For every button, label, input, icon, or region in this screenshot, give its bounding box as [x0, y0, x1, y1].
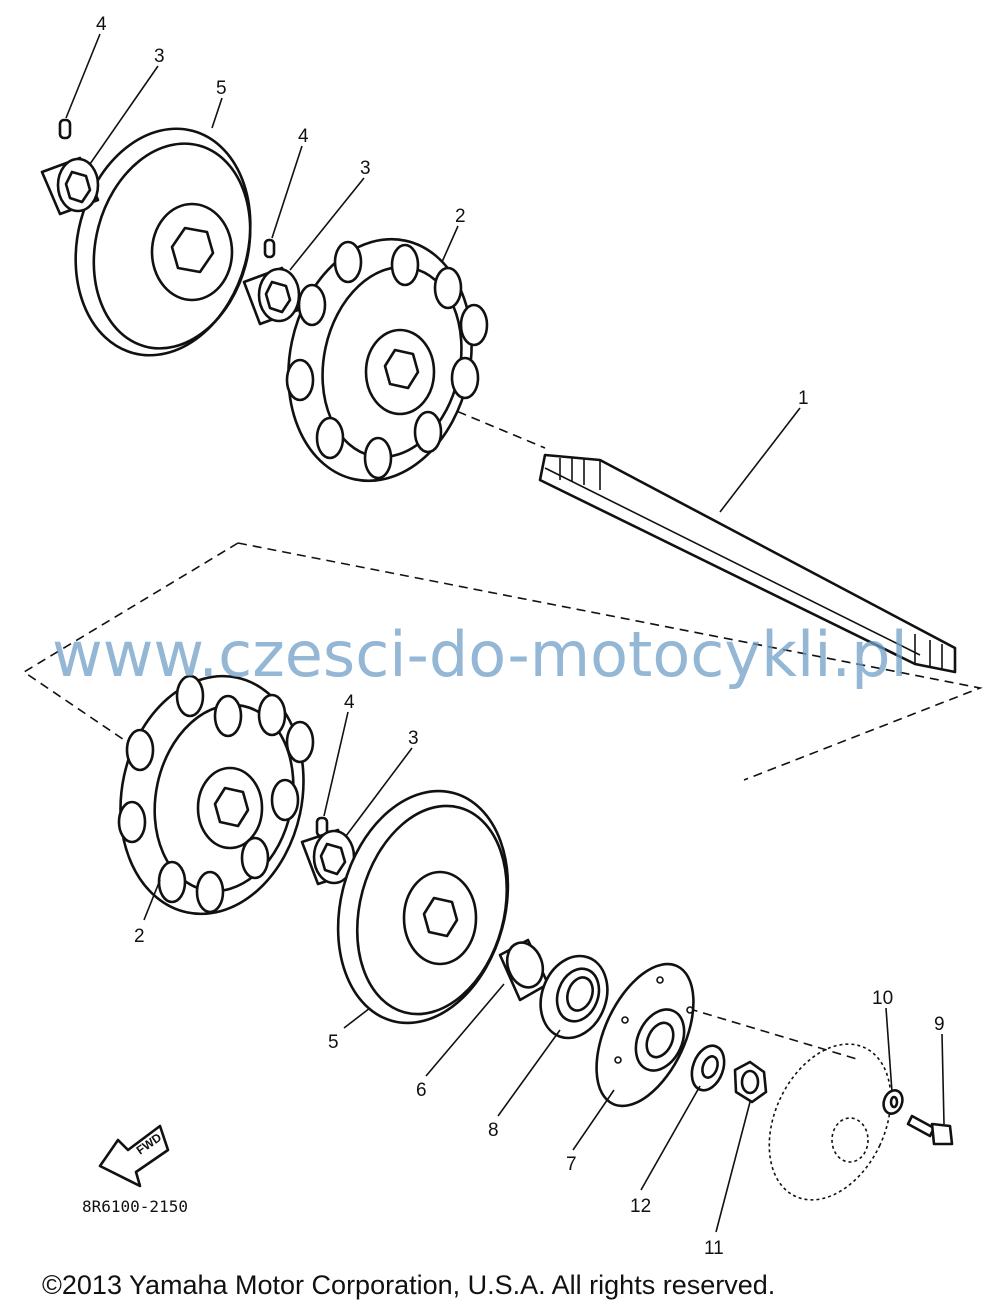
leader-lines	[65, 33, 945, 1233]
housing	[595, 962, 695, 1108]
part-code: 8R6100-2150	[82, 1197, 188, 1216]
callout-lock-washer: 10	[872, 988, 893, 1009]
callout-wheel-upper: 5	[216, 78, 227, 99]
callout-pin-lower: 4	[344, 692, 355, 713]
washer	[690, 1044, 726, 1092]
sprocket-upper	[285, 237, 489, 483]
nut	[733, 1060, 768, 1104]
wheel-lower	[336, 789, 510, 1025]
shaft	[538, 453, 957, 674]
bearing	[539, 954, 609, 1040]
callout-housing: 7	[566, 1154, 577, 1175]
callouts: 4 3 5 4 3 2 1 4 3 2 5 6 8 7 12 11 10 9	[96, 14, 945, 1259]
callout-shaft: 1	[798, 388, 809, 409]
collar-lower	[300, 828, 356, 886]
collar-upper-b	[242, 266, 301, 326]
pin-upper-a	[58, 118, 72, 140]
callout-bolt: 9	[934, 1014, 945, 1035]
callout-wheel-lower: 5	[328, 1032, 339, 1053]
callout-collar-upper-a: 3	[154, 46, 165, 67]
callout-pin-upper-b: 4	[298, 126, 309, 147]
callout-bearing: 8	[488, 1120, 499, 1141]
callout-collar-upper-b: 3	[360, 158, 371, 179]
pin-upper-b	[263, 238, 276, 259]
collar-upper-a	[40, 156, 100, 216]
fwd-arrow: FWD	[98, 1124, 170, 1188]
sprocket-lower	[117, 674, 315, 916]
callout-sprocket-upper: 2	[455, 206, 466, 227]
callout-nut: 11	[704, 1238, 724, 1259]
copyright: ©2013 Yamaha Motor Corporation, U.S.A. A…	[42, 1270, 775, 1300]
callout-sprocket-lower: 2	[134, 926, 145, 947]
spacer	[498, 938, 550, 1002]
callout-spacer: 6	[416, 1080, 427, 1101]
callout-washer: 12	[630, 1196, 651, 1217]
callout-collar-lower: 3	[408, 728, 419, 749]
wheel-upper	[74, 127, 252, 357]
bolt	[906, 1114, 954, 1146]
mounting-plate	[768, 1043, 892, 1201]
lock-washer	[882, 1089, 904, 1115]
callout-pin-upper-a: 4	[96, 14, 107, 35]
watermark: www.czesci-do-motocykli.pl	[52, 618, 908, 691]
